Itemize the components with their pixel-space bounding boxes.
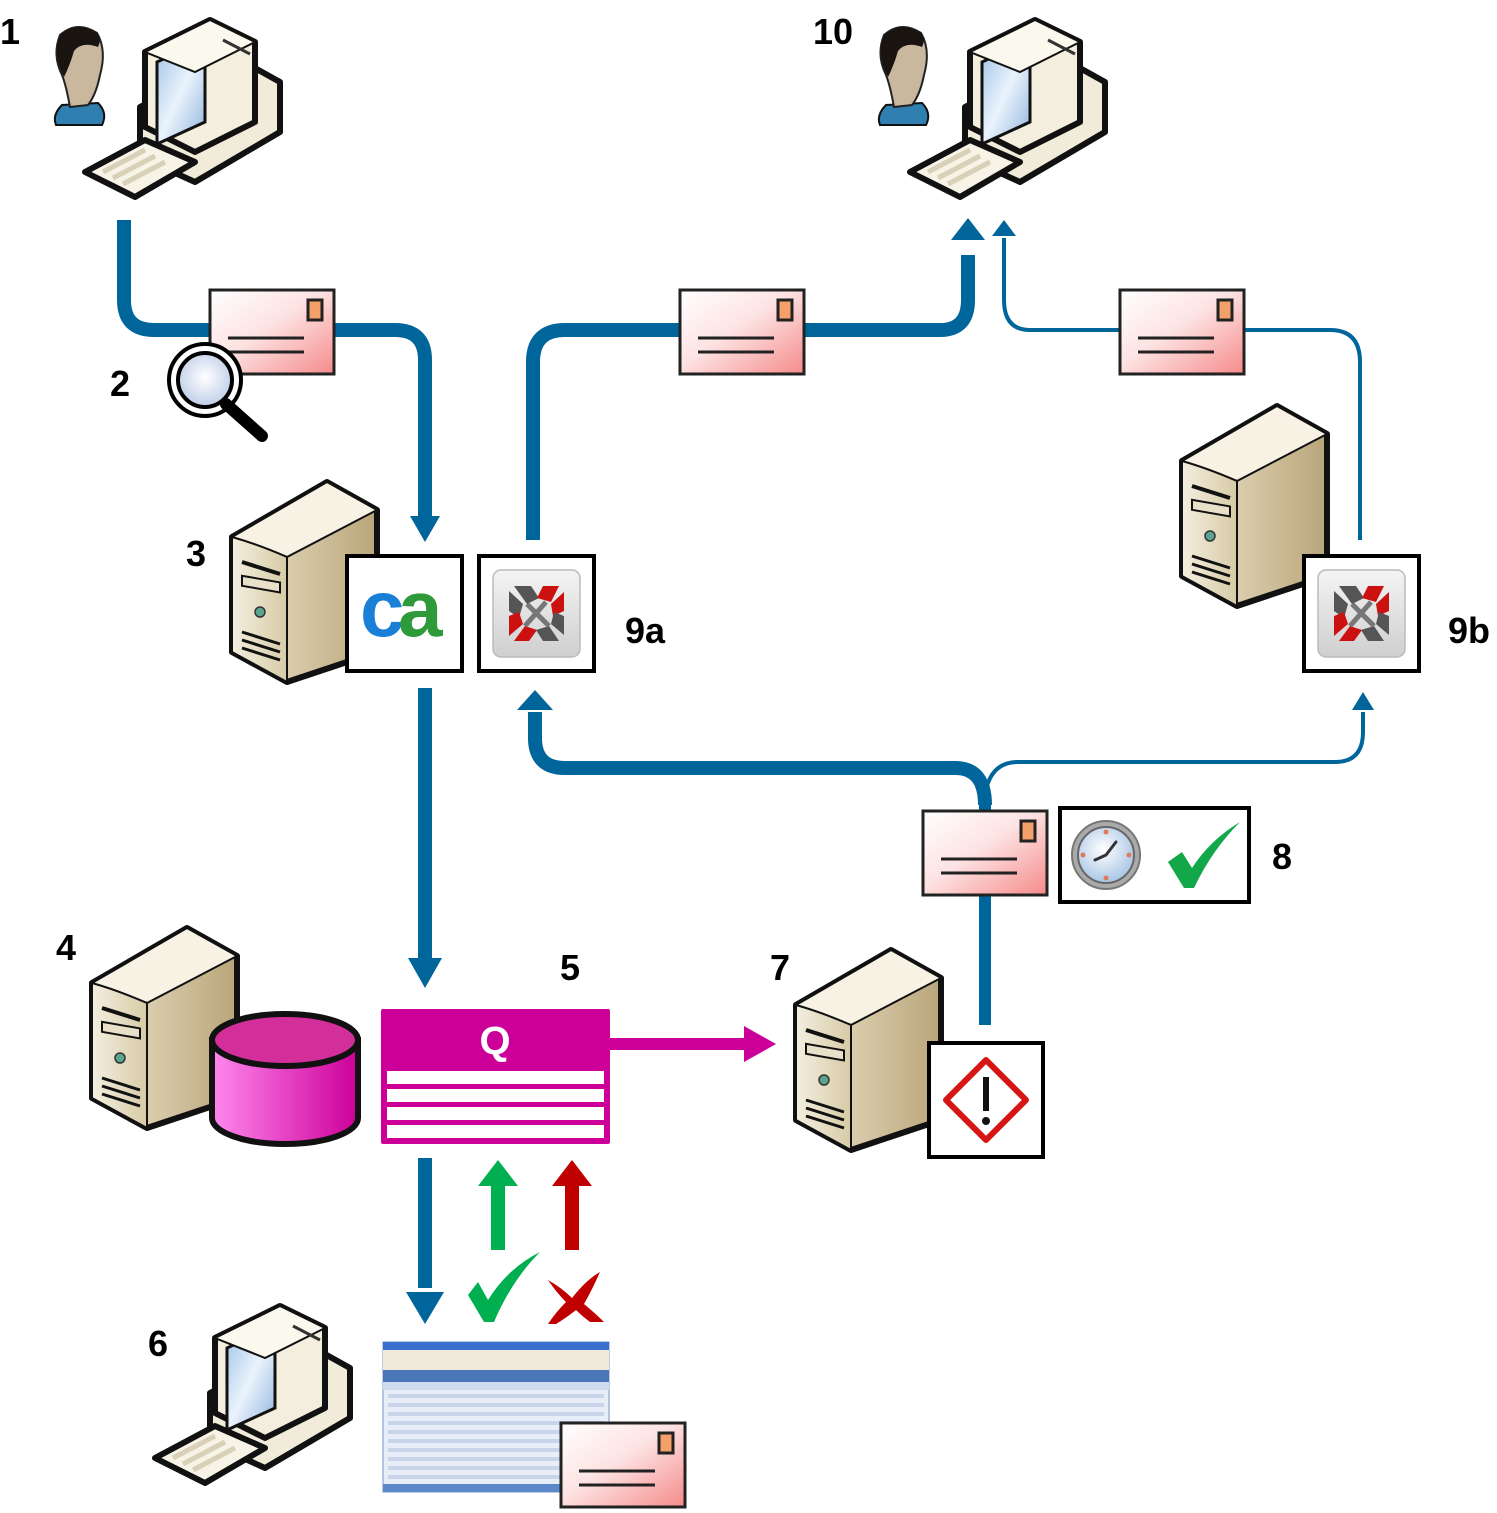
checkmark-icon: [1168, 822, 1240, 888]
workstation-icon: [85, 20, 280, 197]
arrowhead-into-9a: [517, 690, 553, 710]
step-number-6: 6: [148, 1323, 168, 1364]
ca-logo-box: [345, 554, 464, 673]
node-4-database[interactable]: 4: [56, 927, 361, 1147]
envelope-icon: [678, 288, 806, 376]
node-9b-exchange[interactable]: 9b: [1182, 406, 1490, 671]
step-number-2: 2: [110, 363, 130, 404]
envelope-icon: [559, 1421, 687, 1509]
clock-icon: [1071, 820, 1141, 890]
queue-row: [387, 1107, 604, 1120]
flow-8-to-9b: [983, 712, 1365, 796]
approve-arrowhead: [478, 1160, 518, 1186]
node-3-ca-server[interactable]: 3 c a: [186, 482, 464, 682]
workstation-icon: [910, 20, 1105, 197]
queue-label: Q: [479, 1019, 510, 1063]
step-number-5: 5: [560, 947, 580, 988]
step-number-9b: 9b: [1448, 610, 1490, 651]
approve-arrow-shaft: [491, 1184, 505, 1250]
arrowhead-into-10-b: [992, 220, 1016, 236]
envelope-icon: [921, 809, 1049, 897]
arrowhead-into-5: [408, 958, 442, 988]
step-number-9a: 9a: [625, 610, 666, 651]
server-icon: [796, 950, 941, 1150]
envelope-icon: [1118, 288, 1246, 376]
flow-8-to-9a: [528, 712, 992, 806]
approve-check-icon: [468, 1252, 540, 1322]
reject-arrowhead: [552, 1160, 592, 1186]
step-number-7: 7: [770, 947, 790, 988]
step-number-8: 8: [1272, 836, 1292, 877]
reject-x-icon: [548, 1272, 604, 1324]
queue-row: [387, 1089, 604, 1102]
person-icon: [877, 25, 930, 126]
node-1-sender[interactable]: 1: [0, 11, 280, 197]
node-6-reviewer[interactable]: 6: [148, 1306, 687, 1509]
approve-flow: [468, 1160, 540, 1322]
arrowhead-into-6: [406, 1292, 444, 1324]
step-number-1: 1: [0, 11, 20, 52]
workstation-icon: [155, 1306, 350, 1483]
node-9a-exchange[interactable]: 9a: [479, 556, 666, 671]
exchange-icon: [1304, 556, 1419, 671]
reject-arrow-shaft: [565, 1184, 579, 1250]
ca-logo-a: a: [398, 564, 443, 653]
queue-row: [387, 1071, 604, 1084]
node-7-alert-server[interactable]: 7: [770, 947, 1045, 1159]
queue-rows: [387, 1071, 604, 1138]
arrowhead-into-9b: [1352, 692, 1374, 710]
reject-flow: [548, 1160, 604, 1324]
step-number-4: 4: [56, 927, 76, 968]
node-8-release[interactable]: 8: [921, 806, 1292, 904]
node-5-queue[interactable]: 5 Q: [381, 947, 610, 1144]
step-number-10: 10: [813, 11, 853, 52]
arrowhead-into-10-a: [951, 218, 985, 240]
arrowheads: [406, 218, 1374, 1324]
database-icon: [209, 1011, 361, 1147]
review-console-screenshot: [382, 1341, 610, 1493]
step-number-3: 3: [186, 533, 206, 574]
arrowhead-into-3: [410, 516, 440, 542]
node-2-inspection[interactable]: 2: [110, 288, 336, 442]
queue-row: [387, 1125, 604, 1138]
node-10-recipient[interactable]: 10: [813, 11, 1105, 197]
exchange-icon: [479, 556, 594, 671]
person-icon: [53, 25, 106, 126]
flow-5-to-7: [608, 1026, 776, 1062]
